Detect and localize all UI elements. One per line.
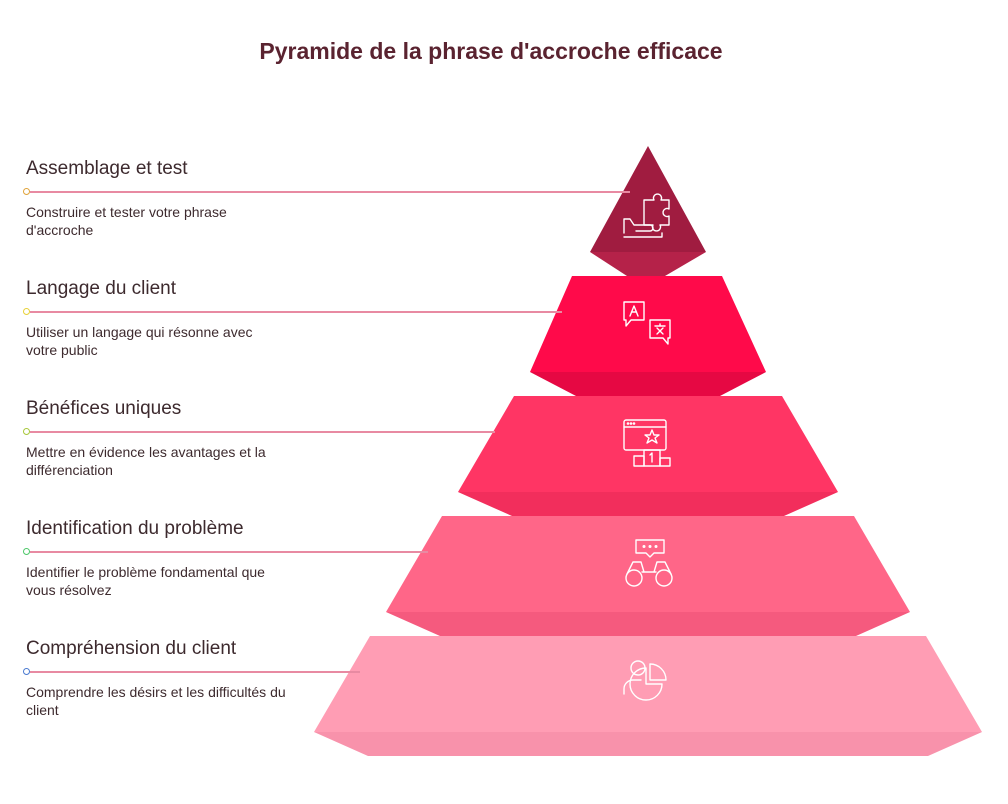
level-description: Mettre en évidence les avantages et la d… <box>26 444 266 478</box>
pyramid-level-1 <box>590 146 706 276</box>
connector-line-2 <box>30 311 562 313</box>
level-marker-dot-1 <box>23 188 30 195</box>
level-marker-dot-5 <box>23 668 30 675</box>
user-pie-icon <box>623 660 667 701</box>
level-label-4: Identification du problème Identifier le… <box>26 518 286 599</box>
level-heading: Identification du problème <box>26 518 244 539</box>
level-label-1: Assemblage et test Construire et tester … <box>26 158 286 239</box>
diagram-title: Pyramide de la phrase d'accroche efficac… <box>259 38 723 64</box>
connector-line-3 <box>30 431 495 433</box>
pyramid-level-4 <box>386 516 910 636</box>
pyramid-level-2 <box>530 276 766 396</box>
level-label-3: Bénéfices uniques Mettre en évidence les… <box>26 398 286 479</box>
connector-line-4 <box>30 551 428 553</box>
level-description: Utiliser un langage qui résonne avec vot… <box>26 324 253 358</box>
connector-line-5 <box>30 671 360 673</box>
level-description: Identifier le problème fondamental que v… <box>26 564 265 598</box>
binoculars-chat-icon <box>625 539 673 587</box>
pyramid-level-5 <box>314 636 982 756</box>
level-heading: Assemblage et test <box>26 158 188 179</box>
pyramid-level-3 <box>458 396 838 516</box>
level-description: Construire et tester votre phrase d'accr… <box>26 204 227 238</box>
level-heading: Langage du client <box>26 278 177 299</box>
level-label-5: Compréhension du client Comprendre les d… <box>26 638 286 719</box>
level-heading: Bénéfices uniques <box>26 398 182 419</box>
level-heading: Compréhension du client <box>26 638 237 659</box>
puzzle-hand-icon <box>623 193 670 238</box>
level-label-2: Langage du client Utiliser un langage qu… <box>26 278 286 359</box>
level-marker-dot-4 <box>23 548 30 555</box>
level-marker-dot-3 <box>23 428 30 435</box>
translate-chat-icon <box>623 301 671 345</box>
level-marker-dot-2 <box>23 308 30 315</box>
level-description: Comprendre les désirs et les difficultés… <box>26 684 286 718</box>
connector-line-1 <box>30 191 630 193</box>
podium-star-icon <box>623 419 671 467</box>
